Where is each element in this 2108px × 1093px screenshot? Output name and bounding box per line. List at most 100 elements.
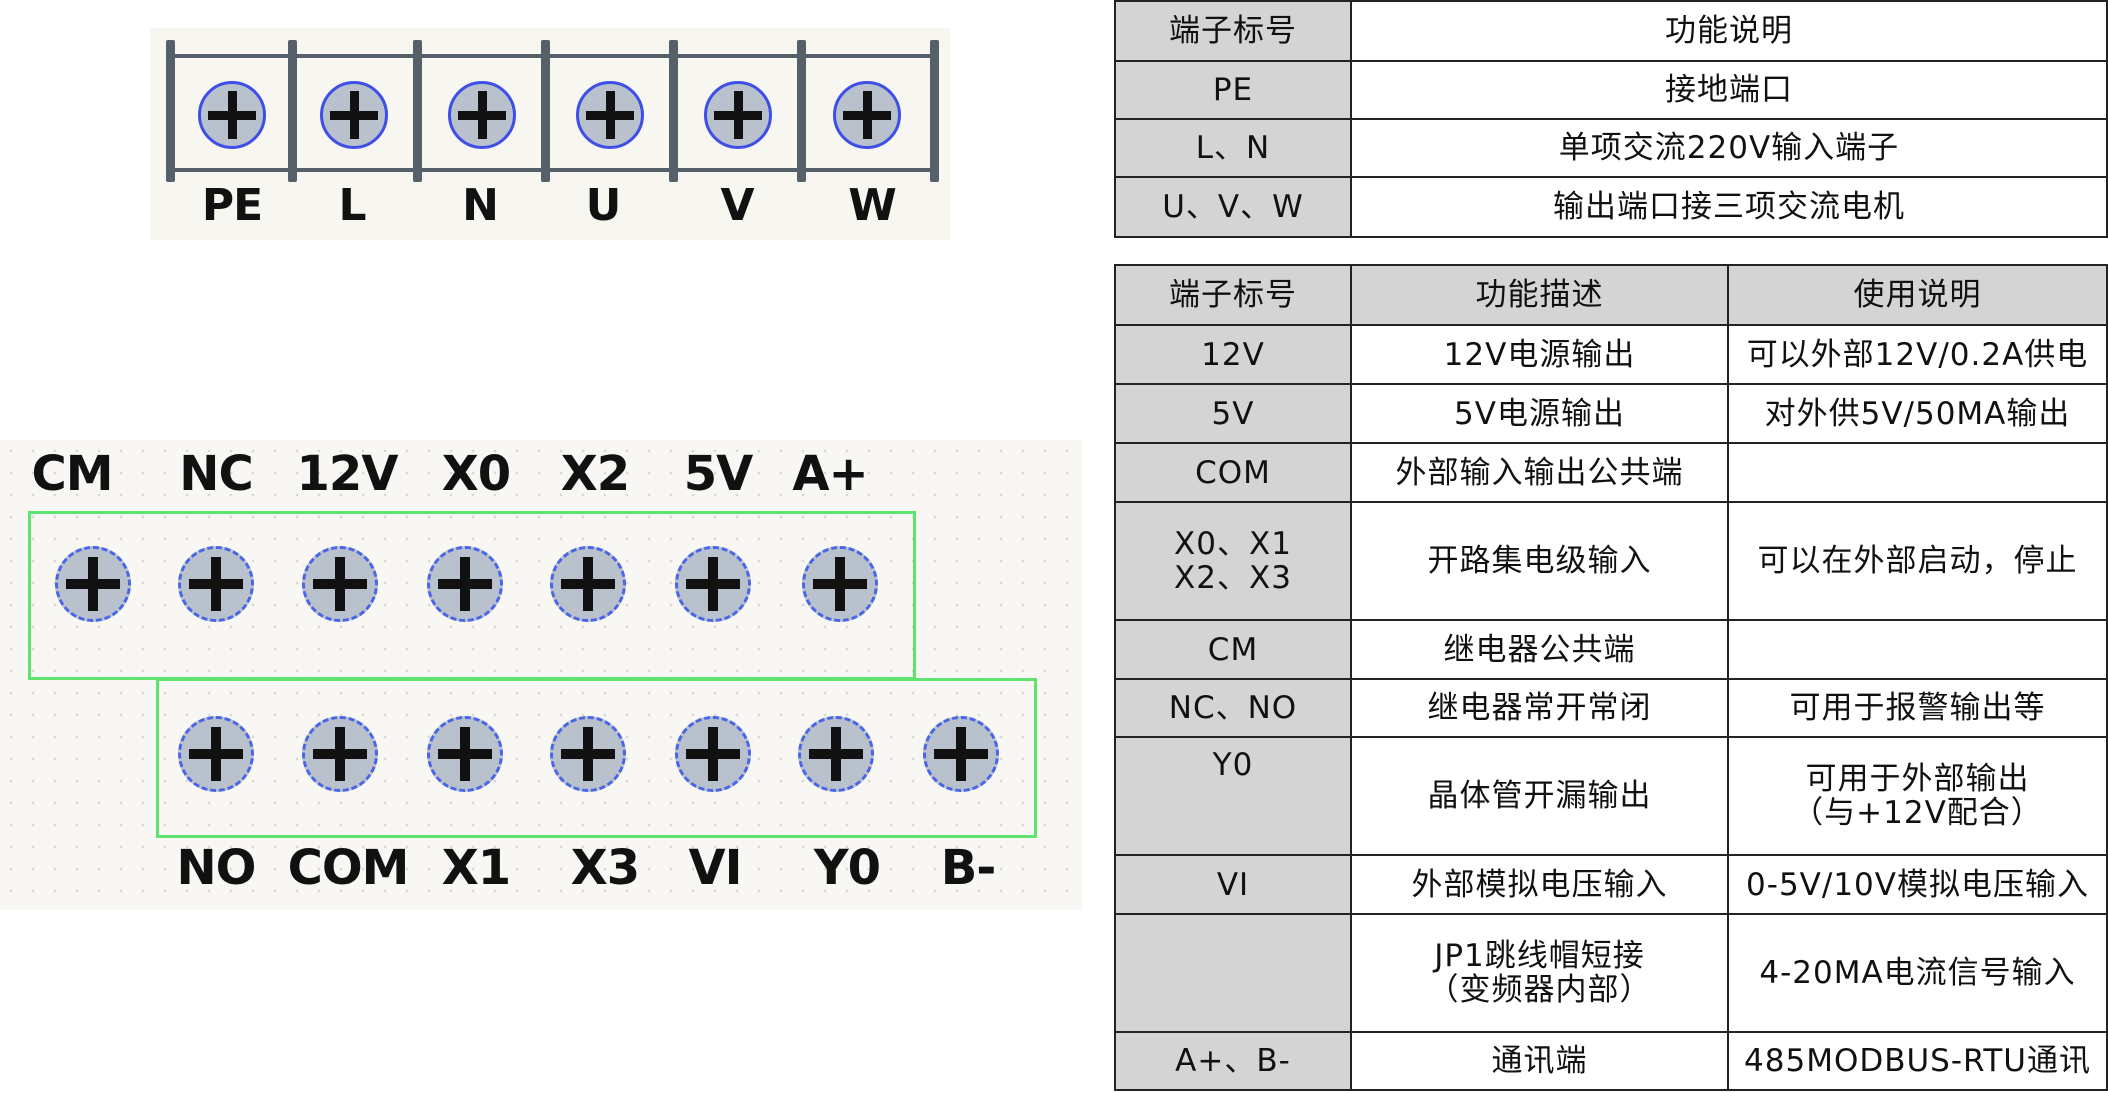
screw-terminal-com bbox=[302, 716, 378, 792]
screw-terminal-12v bbox=[302, 546, 378, 622]
terminal-label: CM bbox=[31, 446, 114, 502]
function-cell: 继电器公共端 bbox=[1350, 619, 1729, 680]
usage-cell: 可用于报警输出等 bbox=[1727, 678, 2108, 738]
table-header-row: 端子标号 功能描述 使用说明 bbox=[1114, 264, 2108, 326]
function-cell: 外部输入输出公共端 bbox=[1350, 442, 1729, 503]
terminal-label: A+ bbox=[792, 446, 868, 502]
terminal-id-cell: PE bbox=[1114, 60, 1352, 120]
terminal-label: X1 bbox=[441, 840, 511, 896]
header-cell: 功能说明 bbox=[1350, 0, 2108, 62]
terminal-divider bbox=[413, 40, 422, 182]
header-cell: 端子标号 bbox=[1114, 264, 1352, 326]
terminal-label: B- bbox=[940, 840, 997, 896]
table-row: Y0 晶体管开漏输出 可用于外部输出 （与+12V配合） bbox=[1114, 736, 2108, 856]
table-row: COM 外部输入输出公共端 bbox=[1114, 442, 2108, 503]
terminal-divider bbox=[166, 40, 175, 182]
usage-cell: 0-5V/10V模拟电压输入 bbox=[1727, 854, 2108, 915]
terminal-id-cell: U、V、W bbox=[1114, 176, 1352, 238]
header-cell: 使用说明 bbox=[1727, 264, 2108, 326]
usage-cell: 4-20MA电流信号输入 bbox=[1727, 913, 2108, 1033]
terminal-label: 5V bbox=[683, 446, 754, 502]
screw-terminal-x3 bbox=[550, 716, 626, 792]
terminal-id-cell: NC、NO bbox=[1114, 678, 1352, 738]
screw-terminal-pe bbox=[198, 81, 266, 149]
terminal-label: PE bbox=[201, 180, 263, 231]
terminal-id-cell: X0、X1 X2、X3 bbox=[1114, 501, 1352, 621]
terminal-id-cell: 12V bbox=[1114, 324, 1352, 385]
screw-terminal-l bbox=[320, 81, 388, 149]
description-cell: 输出端口接三项交流电机 bbox=[1350, 176, 2108, 238]
terminal-label: VI bbox=[688, 840, 742, 896]
usage-cell: 可以外部12V/0.2A供电 bbox=[1727, 324, 2108, 385]
terminal-label: U bbox=[585, 180, 622, 231]
screw-terminal-n bbox=[448, 81, 516, 149]
table-row: CM 继电器公共端 bbox=[1114, 619, 2108, 680]
description-cell: 接地端口 bbox=[1350, 60, 2108, 120]
control-terminal-table: 端子标号 功能描述 使用说明 12V 12V电源输出 可以外部12V/0.2A供… bbox=[1114, 264, 2108, 1091]
table-row: JP1跳线帽短接 （变频器内部） 4-20MA电流信号输入 bbox=[1114, 913, 2108, 1033]
terminal-id-cell: COM bbox=[1114, 442, 1352, 503]
terminal-label: V bbox=[720, 180, 754, 231]
terminal-label: L bbox=[338, 180, 366, 231]
power-terminal-block bbox=[150, 28, 950, 240]
table-header-row: 端子标号 功能说明 bbox=[1114, 0, 2108, 62]
usage-cell bbox=[1727, 619, 2108, 680]
power-terminal-table: 端子标号 功能说明 PE 接地端口 L、N 单项交流220V输入端子 U、V、W… bbox=[1114, 0, 2108, 238]
terminal-divider bbox=[669, 40, 678, 182]
table-row: A+、B- 通讯端 485MODBUS-RTU通讯 bbox=[1114, 1031, 2108, 1091]
terminal-divider bbox=[930, 40, 939, 182]
table-row: X0、X1 X2、X3 开路集电级输入 可以在外部启动，停止 bbox=[1114, 501, 2108, 621]
header-cell: 功能描述 bbox=[1350, 264, 1729, 326]
terminal-id-cell: A+、B- bbox=[1114, 1031, 1352, 1091]
screw-terminal-no bbox=[178, 716, 254, 792]
function-cell: 继电器常开常闭 bbox=[1350, 678, 1729, 738]
screw-terminal-cm bbox=[55, 546, 131, 622]
usage-cell: 485MODBUS-RTU通讯 bbox=[1727, 1031, 2108, 1091]
table-row: PE 接地端口 bbox=[1114, 60, 2108, 120]
table-row: L、N 单项交流220V输入端子 bbox=[1114, 118, 2108, 178]
terminal-divider bbox=[797, 40, 806, 182]
function-cell: 通讯端 bbox=[1350, 1031, 1729, 1091]
usage-cell: 对外供5V/50MA输出 bbox=[1727, 383, 2108, 444]
screw-terminal-a-plus bbox=[802, 546, 878, 622]
terminal-label: NO bbox=[176, 840, 257, 896]
table-row: NC、NO 继电器常开常闭 可用于报警输出等 bbox=[1114, 678, 2108, 738]
screw-terminal-x0 bbox=[427, 546, 503, 622]
screw-terminal-5v bbox=[675, 546, 751, 622]
terminal-id-cell: VI bbox=[1114, 854, 1352, 915]
lower-terminal-row-frame bbox=[156, 678, 1037, 838]
screw-terminal-y0 bbox=[798, 716, 874, 792]
table-row: VI 外部模拟电压输入 0-5V/10V模拟电压输入 bbox=[1114, 854, 2108, 915]
description-cell: 单项交流220V输入端子 bbox=[1350, 118, 2108, 178]
function-cell: JP1跳线帽短接 （变频器内部） bbox=[1350, 913, 1729, 1033]
terminal-id-cell: L、N bbox=[1114, 118, 1352, 178]
usage-cell: 可以在外部启动，停止 bbox=[1727, 501, 2108, 621]
function-cell: 12V电源输出 bbox=[1350, 324, 1729, 385]
screw-terminal-vi bbox=[675, 716, 751, 792]
screw-terminal-x2 bbox=[550, 546, 626, 622]
terminal-label: W bbox=[848, 180, 897, 231]
terminal-label: X0 bbox=[441, 446, 511, 502]
screw-terminal-nc bbox=[178, 546, 254, 622]
terminal-id-cell: 5V bbox=[1114, 383, 1352, 444]
terminal-label: NC bbox=[179, 446, 253, 502]
terminal-label: X3 bbox=[570, 840, 640, 896]
screw-terminal-v bbox=[704, 81, 772, 149]
function-cell: 晶体管开漏输出 bbox=[1350, 736, 1729, 856]
terminal-id-cell bbox=[1114, 913, 1352, 1033]
terminal-label: N bbox=[462, 180, 499, 231]
terminal-label: 12V bbox=[296, 446, 399, 502]
function-cell: 外部模拟电压输入 bbox=[1350, 854, 1729, 915]
usage-cell bbox=[1727, 442, 2108, 503]
terminal-id-cell: Y0 bbox=[1114, 736, 1352, 856]
terminal-label: COM bbox=[287, 840, 410, 896]
table-row: U、V、W 输出端口接三项交流电机 bbox=[1114, 176, 2108, 238]
screw-terminal-w bbox=[833, 81, 901, 149]
usage-cell: 可用于外部输出 （与+12V配合） bbox=[1727, 736, 2108, 856]
function-cell: 5V电源输出 bbox=[1350, 383, 1729, 444]
screw-terminal-b-minus bbox=[923, 716, 999, 792]
terminal-label: Y0 bbox=[813, 840, 881, 896]
screw-terminal-u bbox=[576, 81, 644, 149]
table-row: 5V 5V电源输出 对外供5V/50MA输出 bbox=[1114, 383, 2108, 444]
terminal-divider bbox=[288, 40, 297, 182]
